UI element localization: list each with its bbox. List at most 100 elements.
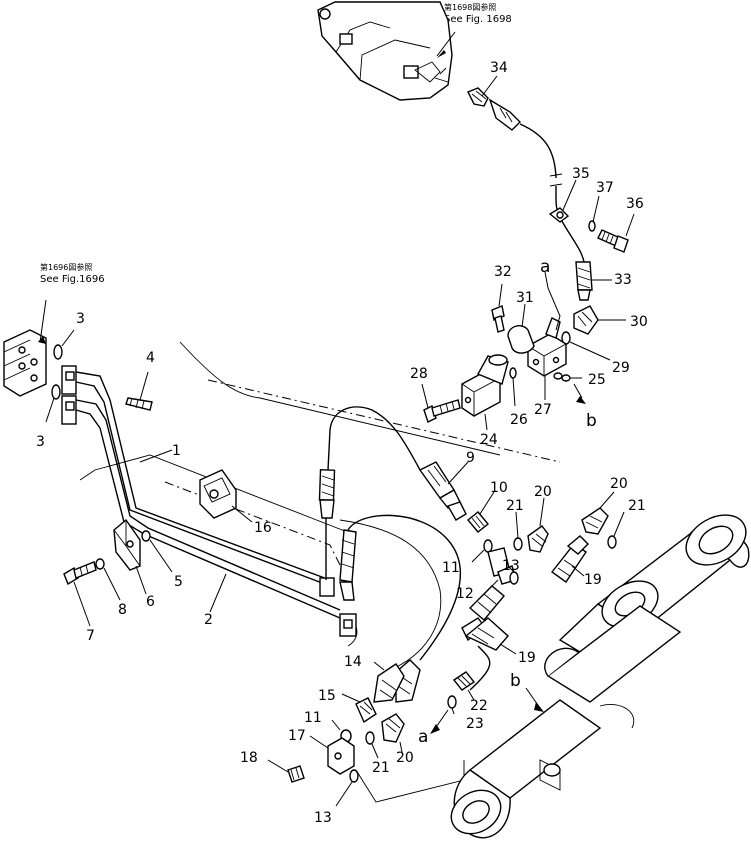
callout-2: 2 [204,612,213,628]
o-ring-26 [509,367,517,407]
washer-8 [95,558,121,601]
plug-18 [267,759,305,783]
cylinder-upper [558,514,750,665]
callout-14: 14 [344,654,362,670]
callout-15: 15 [318,688,336,704]
hose-33 [488,98,612,301]
bolt-4 [125,371,153,411]
callout-36: 36 [626,196,644,212]
elbow-30 [573,305,626,335]
callout-30: 30 [630,314,648,330]
hose-9 [318,406,469,580]
callout-21: 21 [372,760,390,776]
tube-1 [61,365,335,597]
block-17 [309,735,355,775]
callout-24: 24 [480,432,498,448]
callout-26: 26 [510,412,528,428]
callout-16: 16 [254,520,272,536]
bolt-36 [597,213,635,253]
adapter-34 [467,75,498,107]
reference-note-en: See Fig.1696 [40,274,105,285]
callout-20: 20 [534,484,552,500]
callout-7: 7 [86,628,95,644]
arrow-b-icon [576,396,586,404]
callout-1: 1 [172,443,181,459]
leader-a-top [544,271,561,331]
callout-21: 21 [628,498,646,514]
adapter-22 [452,671,476,701]
bolt-32 [491,283,505,333]
callout-32: 32 [494,264,512,280]
bolt-7 [63,561,97,627]
callout-11: 11 [304,710,322,726]
connection-mark-a: a [418,727,428,747]
o-ring-13-upper [507,565,519,585]
callout-27: 27 [534,402,552,418]
washer-5 [141,530,173,573]
adapter-15 [341,693,377,724]
hose-19 [461,535,589,691]
callout-13: 13 [502,558,520,574]
callout-20: 20 [396,750,414,766]
callout-34: 34 [490,60,508,76]
callout-21: 21 [506,498,524,514]
cap-31 [507,303,535,354]
callout-19: 19 [518,650,536,666]
o-ring-21-c [365,731,379,759]
callout-4: 4 [146,350,155,366]
callout-12: 12 [456,586,474,602]
o-ring-13-lower [335,769,359,807]
o-ring-23 [447,695,457,715]
callout-20: 20 [610,476,628,492]
callout-9: 9 [466,450,475,466]
reference-note-jp: 第1696図参照 [40,263,93,272]
o-ring-21-a [513,511,523,551]
o-ring-29 [561,331,611,361]
o-ring-3-upper [53,329,75,360]
connection-line [355,760,465,803]
block-24 [461,354,509,431]
connection-mark-b: b [586,411,597,431]
callout-33: 33 [614,272,632,288]
callout-25: 25 [588,372,606,388]
clamp-16 [199,469,253,523]
o-ring-21-b [607,511,625,549]
callouts: 1 2 3 3 4 5 6 7 8 9 10 11 11 12 13 13 14… [36,60,648,826]
adapter-10 [467,491,495,533]
tube-2 [61,395,357,637]
callout-23: 23 [466,716,484,732]
bolt-28 [421,383,461,423]
control-valve [317,1,456,101]
callout-18: 18 [240,750,258,766]
callout-5: 5 [174,574,183,590]
o-ring-3-lower [45,384,61,423]
valve-block-fig-1696 [3,299,47,397]
callout-19: 19 [584,572,602,588]
reference-note-fig-1698: 第1698図参照 See Fig. 1698 [444,2,512,26]
callout-6: 6 [146,594,155,610]
callout-22: 22 [470,698,488,714]
callout-35: 35 [572,166,590,182]
callout-29: 29 [612,360,630,376]
cylinder-lower [450,605,682,839]
leader-b-right [573,383,583,399]
reference-note-en: See Fig. 1698 [444,14,512,25]
callout-3: 3 [36,434,45,450]
washer-37 [588,195,600,232]
callout-31: 31 [516,290,534,306]
bracket-6 [113,518,147,595]
callout-37: 37 [596,180,614,196]
hose-14 [339,514,462,703]
callout-3: 3 [76,311,85,327]
callout-10: 10 [490,480,508,496]
elbow-12 [487,547,517,591]
callout-28: 28 [410,366,428,382]
clamp-35 [548,179,577,223]
arrow-a-icon [430,724,440,734]
callout-11: 11 [442,560,460,576]
connection-mark-b: b [510,671,521,691]
elbow-20-c [381,713,405,753]
o-rings-25 [553,372,582,382]
reference-note-jp: 第1698図参照 [444,3,497,12]
